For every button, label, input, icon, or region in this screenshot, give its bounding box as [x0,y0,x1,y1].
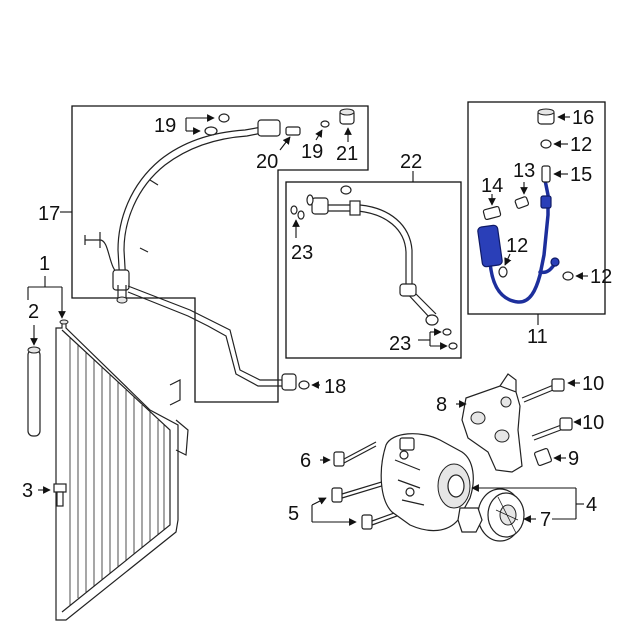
o-ring-12b-icon [498,253,512,278]
callout-10b: 10 [582,412,604,434]
stud-9-icon [533,447,566,467]
highlighted-ac-line-11[interactable] [477,178,560,304]
group-17-box [60,105,369,403]
bolt-3-icon [38,483,67,507]
callout-1: 1 [39,253,50,275]
switch-14-icon [482,194,502,221]
bolt-6-icon [320,441,377,467]
callout-2: 2 [28,301,39,323]
bracket-8 [456,373,523,473]
callout-3: 3 [22,480,33,502]
valve-20-icon [279,126,301,151]
callout-13: 13 [513,160,535,182]
compressor-4 [380,433,474,532]
callout-21: 21 [336,143,358,165]
callout-19a: 19 [154,115,176,137]
o-ring-19a-icon [185,113,230,136]
o-ring-23a-icon [290,205,305,238]
callout-8: 8 [436,394,447,416]
callout-9: 9 [568,448,579,470]
cap-21-icon [339,108,355,142]
cap-16-icon [537,108,570,125]
callout-14: 14 [481,175,503,197]
o-ring-23b-icon [418,328,458,350]
condenser-1 [55,319,189,621]
callout-6: 6 [300,450,311,472]
receiver-drier-2 [27,325,41,437]
ac-line-assembly [84,119,297,391]
hose-assembly-22 [306,185,439,326]
callout-23b: 23 [389,333,411,355]
callout-19b: 19 [301,141,323,163]
leader-1 [27,276,66,319]
bolt-10b-icon [531,417,581,441]
callout-12c: 12 [590,266,612,288]
callout-20: 20 [256,151,278,173]
callout-5: 5 [288,503,299,525]
callout-11: 11 [527,326,548,348]
callout-12b: 12 [506,235,528,257]
callout-17: 17 [38,203,60,225]
o-ring-12a-icon [540,139,568,149]
group-11-box [467,101,606,325]
callout-7: 7 [540,509,551,531]
leader-4 [471,484,584,520]
o-ring-18-icon [298,380,320,390]
callout-4: 4 [586,494,597,516]
group-22-box [285,171,462,359]
callout-15: 15 [570,164,592,186]
o-ring-12c-icon [562,271,588,281]
callout-18: 18 [324,376,346,398]
bolts-5-icon [311,479,409,530]
fitting-small [457,507,483,533]
clutch-7 [477,488,536,542]
callout-22: 22 [400,151,422,173]
callout-16: 16 [572,107,594,129]
bolt-10a-icon [521,378,580,403]
callout-12a: 12 [570,134,592,156]
callout-23a: 23 [291,242,313,264]
valve-15-icon [541,165,568,183]
callout-10a: 10 [582,373,604,395]
valve-13-icon [514,182,530,209]
o-ring-19b-icon [315,120,330,141]
